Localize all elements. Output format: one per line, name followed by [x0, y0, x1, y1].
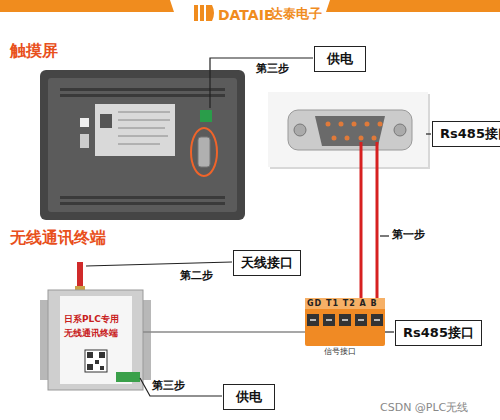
label-text: 第一步	[392, 229, 425, 242]
label-text: CSDN @PLC无线	[380, 402, 468, 415]
label-text: 第三步	[152, 380, 185, 393]
label-text: 无线通讯终端	[10, 229, 106, 247]
box-label: 天线接口	[234, 254, 300, 272]
box-label: Rs485接口	[396, 324, 481, 342]
label-box: Rs485接口	[395, 320, 482, 346]
label-text: 触摸屏	[10, 42, 58, 60]
box-label: 供电	[315, 50, 365, 68]
label-box: 天线接口	[233, 250, 301, 276]
label-text: 第三步	[256, 63, 289, 76]
label-text: 信号接口	[324, 347, 356, 356]
label-text: GD T1 T2 A B	[307, 299, 378, 308]
label-text: 达泰电子	[270, 7, 322, 22]
label-text: DATAIE	[218, 7, 273, 23]
box-label: Rs485接口	[433, 125, 500, 143]
label-text: 日系PLC专用	[64, 314, 119, 324]
label-box: 供电	[223, 384, 275, 410]
label-text: 第二步	[180, 270, 213, 283]
box-label: 供电	[224, 388, 274, 406]
label-box: Rs485接口	[432, 121, 500, 147]
label-box: 供电	[314, 46, 366, 72]
label-text: 无线通讯终端	[64, 328, 118, 338]
